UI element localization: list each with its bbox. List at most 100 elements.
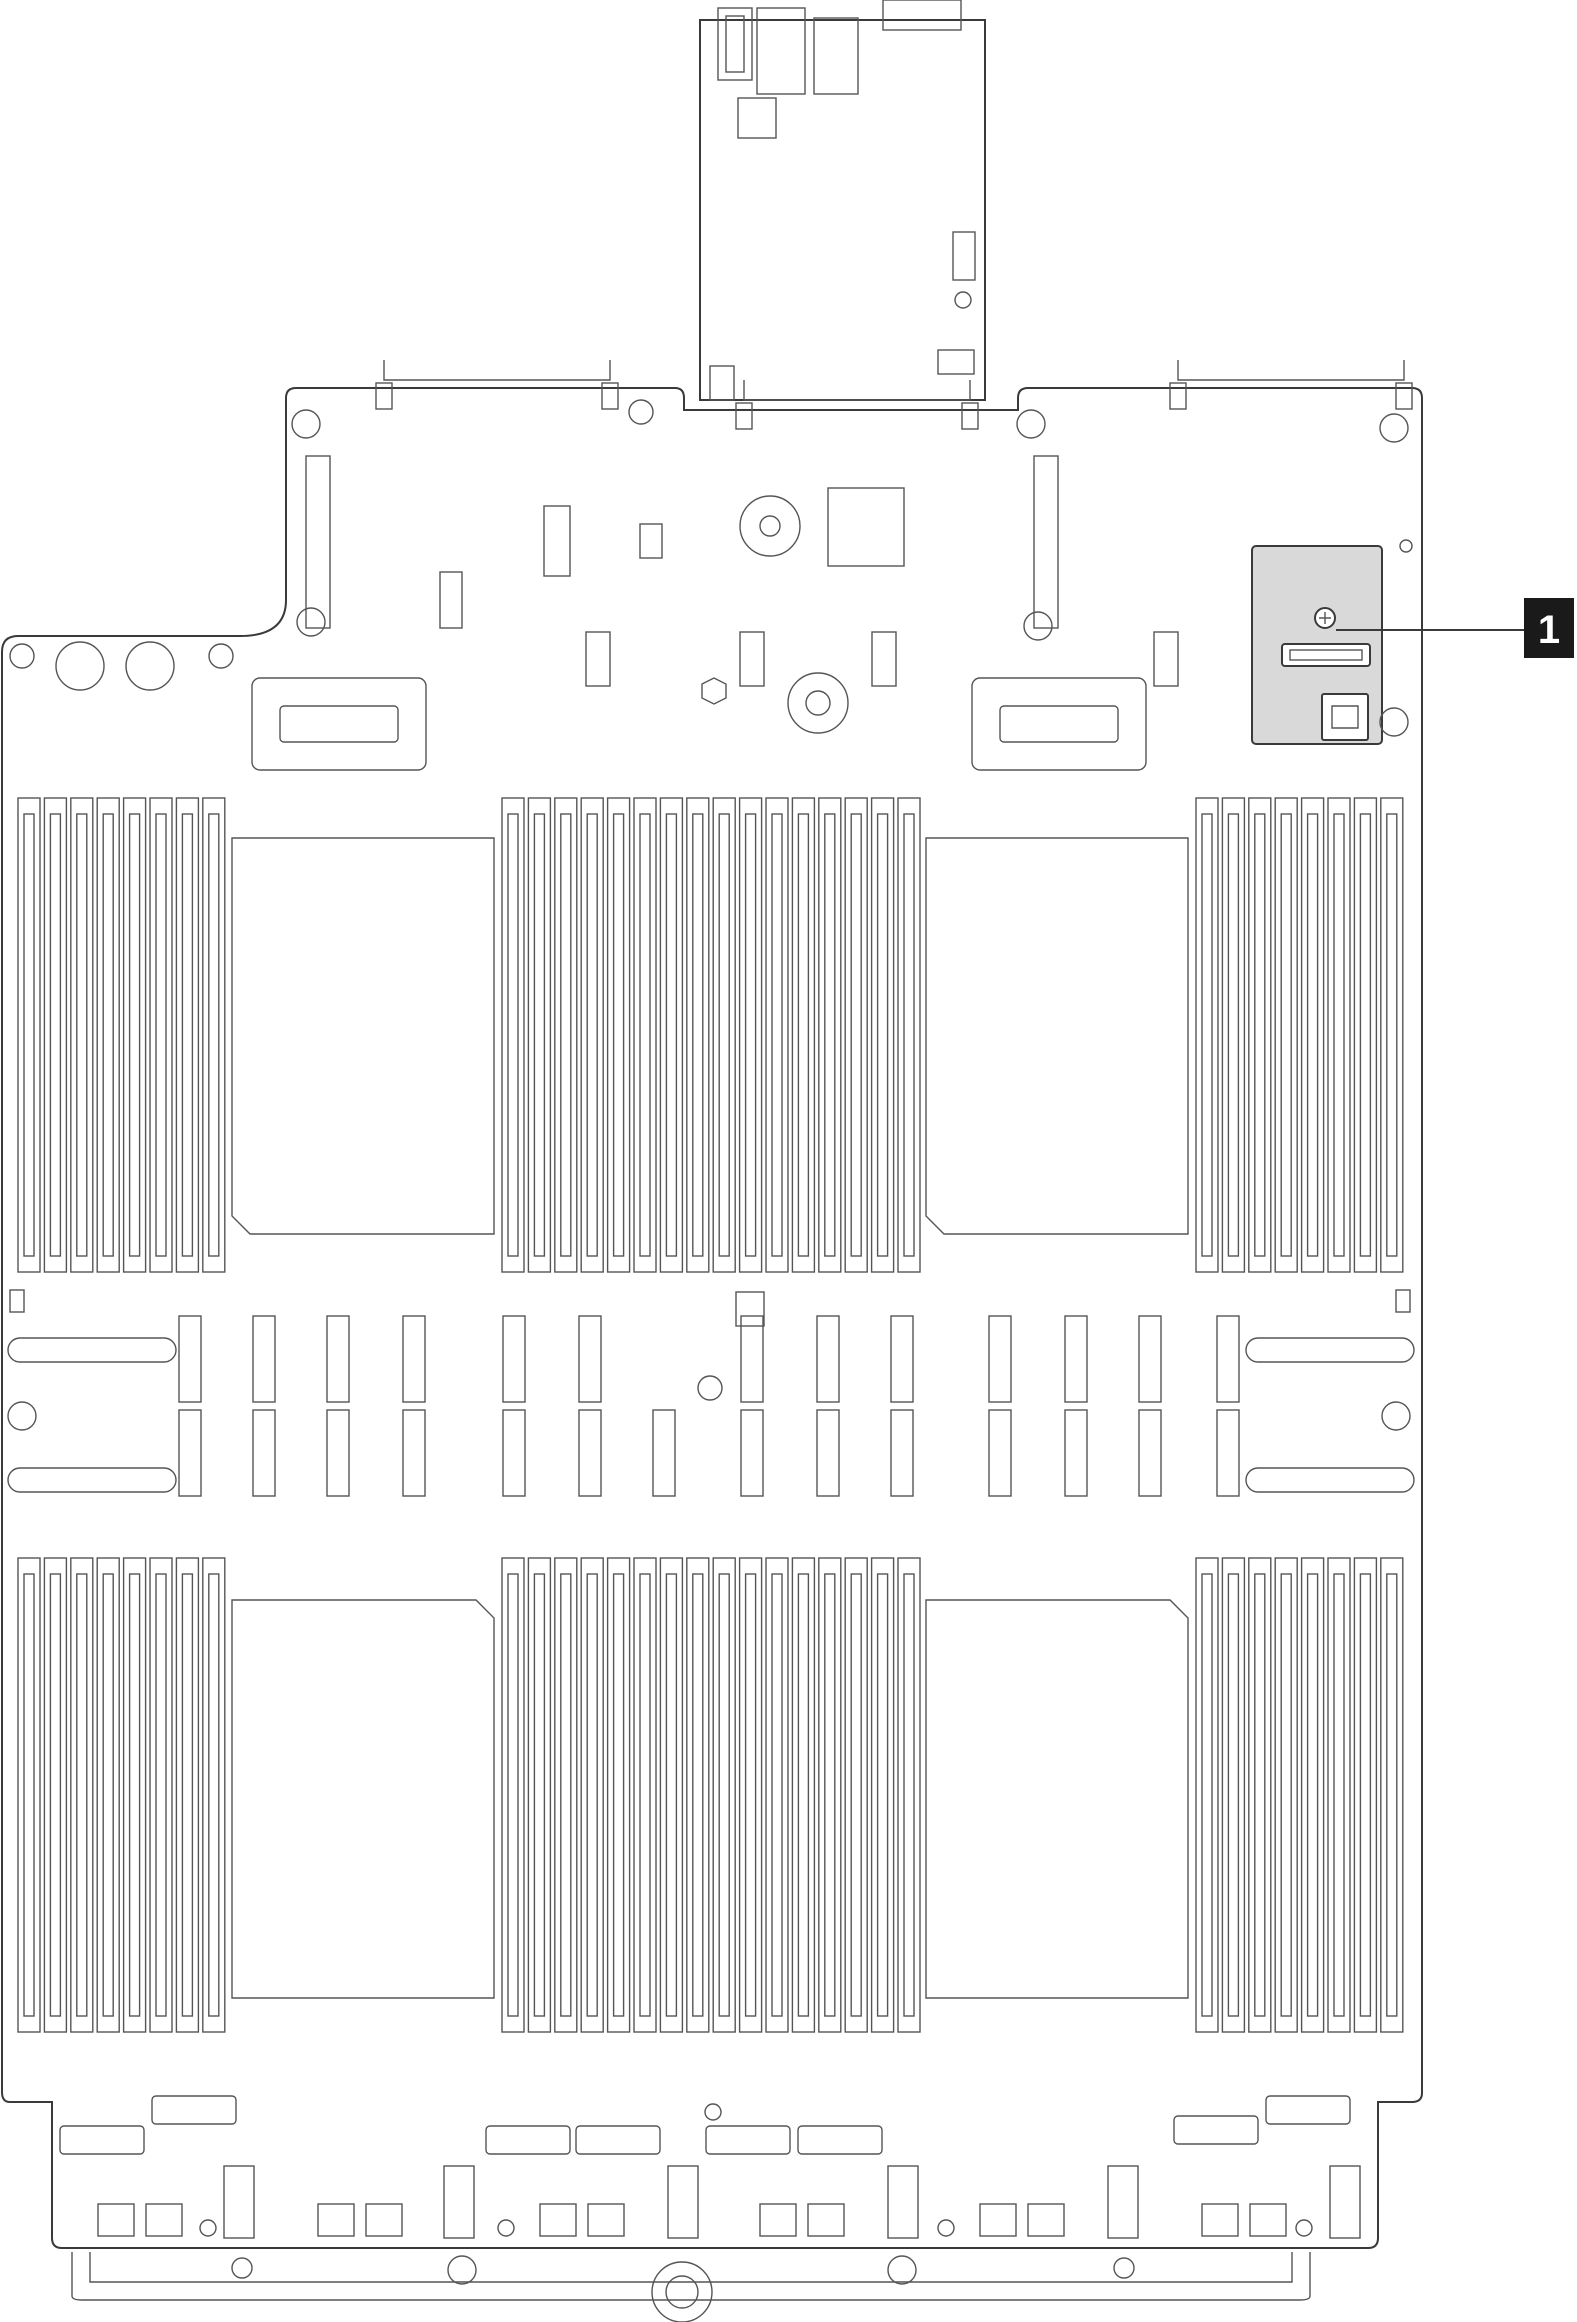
memory-slot — [1353, 1557, 1378, 2033]
memory-slot — [202, 1557, 226, 2033]
memory-slot — [580, 1557, 604, 2033]
pcie-connector — [1064, 1315, 1088, 1403]
memory-slot — [1195, 797, 1219, 1273]
memory-slot — [43, 1557, 68, 2033]
memory-slot — [686, 797, 710, 1273]
pcie-connector — [326, 1409, 350, 1497]
memory-slot — [844, 797, 868, 1273]
memory-slot — [765, 1557, 789, 2033]
memory-slot — [96, 797, 120, 1273]
memory-slot — [96, 1557, 120, 2033]
memory-slot — [818, 1557, 842, 2033]
pcie-connector — [578, 1409, 602, 1497]
memory-slot — [501, 797, 525, 1273]
pcie-connector — [1138, 1315, 1162, 1403]
bottom-rail — [71, 2252, 1311, 2301]
pcie-connector — [578, 1315, 602, 1403]
pcie-connector — [1216, 1315, 1240, 1403]
memory-slot — [527, 797, 552, 1273]
callout-1-box — [1524, 598, 1574, 658]
memory-slot — [844, 1557, 868, 2033]
memory-slot — [1221, 1557, 1246, 2033]
pcie-connector — [326, 1315, 350, 1403]
pcie-connector — [252, 1409, 276, 1497]
pcie-connector — [988, 1409, 1012, 1497]
memory-slot — [1353, 797, 1378, 1273]
memory-slot — [554, 1557, 578, 2033]
memory-slot — [791, 1557, 816, 2033]
pcie-connector — [988, 1315, 1012, 1403]
side-connectors — [7, 1289, 1415, 1493]
memory-slot — [175, 797, 200, 1273]
memory-slot — [897, 1557, 921, 2033]
memory-slot — [122, 797, 147, 1273]
pcie-connector — [402, 1409, 426, 1497]
memory-slot — [17, 1557, 41, 2033]
rear-io-board — [699, 0, 986, 401]
memory-slot — [712, 797, 736, 1273]
memory-slot — [738, 797, 763, 1273]
top-connector-brackets — [375, 360, 1413, 430]
memory-slot — [606, 1557, 631, 2033]
pcie-connector — [652, 1409, 676, 1497]
memory-slot — [202, 797, 226, 1273]
memory-module-slots — [17, 797, 1404, 2033]
memory-slot — [870, 797, 895, 1273]
memory-slot — [149, 1557, 173, 2033]
pcie-connector — [890, 1315, 914, 1403]
upper-components — [55, 455, 1179, 734]
memory-slot — [501, 1557, 525, 2033]
middle-connectors — [178, 1315, 1240, 1497]
memory-slot — [1274, 1557, 1298, 2033]
memory-slot — [897, 797, 921, 1273]
memory-slot — [870, 1557, 895, 2033]
callout-1: 1 — [1336, 598, 1574, 658]
pcie-connector — [178, 1315, 202, 1403]
memory-slot — [1274, 797, 1298, 1273]
memory-slot — [791, 797, 816, 1273]
memory-slot — [580, 797, 604, 1273]
memory-slot — [1380, 1557, 1404, 2033]
memory-slot — [1300, 797, 1325, 1273]
bridge-brackets — [251, 677, 1147, 771]
memory-slot — [818, 797, 842, 1273]
processor-sockets — [231, 837, 1189, 1999]
memory-slot — [70, 1557, 94, 2033]
pcie-connector — [1064, 1409, 1088, 1497]
memory-slot — [633, 1557, 657, 2033]
memory-slot — [1248, 797, 1272, 1273]
pcie-connector — [252, 1315, 276, 1403]
memory-slot — [659, 797, 684, 1273]
pcie-connector — [890, 1409, 914, 1497]
memory-slot — [70, 797, 94, 1273]
memory-slot — [122, 1557, 147, 2033]
memory-slot — [17, 797, 41, 1273]
memory-slot — [659, 1557, 684, 2033]
memory-slot — [175, 1557, 200, 2033]
memory-slot — [1248, 1557, 1272, 2033]
memory-slot — [606, 797, 631, 1273]
memory-slot — [1300, 1557, 1325, 2033]
memory-slot — [149, 797, 173, 1273]
pcie-connector — [740, 1315, 764, 1403]
memory-slot — [1380, 797, 1404, 1273]
highlighted-component — [1251, 545, 1409, 745]
memory-slot — [1221, 797, 1246, 1273]
pcie-connector — [740, 1409, 764, 1497]
memory-slot — [1195, 1557, 1219, 2033]
memory-slot — [738, 1557, 763, 2033]
memory-slot — [43, 797, 68, 1273]
memory-slot — [712, 1557, 736, 2033]
callout-1-number: 1 — [1538, 608, 1560, 652]
memory-slot — [1327, 1557, 1351, 2033]
memory-slot — [765, 797, 789, 1273]
memory-slot — [527, 1557, 552, 2033]
memory-slot — [686, 1557, 710, 2033]
memory-slot — [633, 797, 657, 1273]
pcie-connector — [402, 1315, 426, 1403]
mounting-holes — [7, 399, 1413, 2322]
memory-slot — [1327, 797, 1351, 1273]
pcie-connector — [816, 1315, 840, 1403]
system-board-outline — [1, 387, 1423, 2249]
